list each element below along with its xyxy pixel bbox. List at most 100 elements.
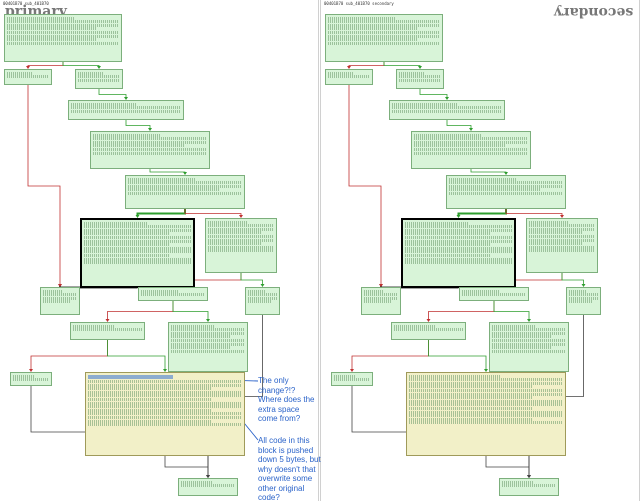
code-block[interactable] [138, 287, 208, 301]
edge-arrowhead [581, 284, 586, 287]
instruction-line [78, 78, 120, 82]
code-block[interactable] [526, 218, 598, 273]
code-block[interactable] [361, 287, 401, 315]
primary-graph-pane[interactable]: 00401B70 sub_401B70 primary [0, 0, 319, 501]
instruction-line [569, 293, 598, 297]
instruction-line [84, 243, 170, 247]
instruction-line [392, 102, 458, 106]
edge [27, 85, 61, 285]
edge-arrowhead [58, 284, 62, 287]
edge-arrowhead [206, 475, 210, 478]
instruction-line [7, 16, 75, 20]
instruction-line [43, 293, 77, 297]
code-block[interactable] [325, 69, 373, 85]
instruction-line [7, 20, 119, 24]
instruction-line [414, 140, 528, 144]
instruction-line [569, 289, 587, 293]
instruction-line [88, 380, 242, 383]
instruction-line [128, 188, 220, 192]
instruction-line [328, 75, 370, 79]
code-block[interactable] [75, 69, 123, 89]
instruction-line [88, 423, 242, 427]
code-block[interactable] [85, 372, 245, 456]
edge-arrowhead [163, 369, 167, 372]
edge [172, 301, 209, 320]
instruction-line [181, 480, 214, 484]
instruction-line [405, 225, 512, 229]
instruction-line [529, 227, 595, 231]
code-block[interactable] [489, 322, 569, 372]
instruction-line [88, 408, 212, 412]
code-block[interactable] [459, 287, 529, 301]
code-block[interactable] [566, 287, 601, 315]
code-block[interactable] [70, 322, 145, 340]
code-block[interactable] [4, 14, 122, 62]
code-block[interactable] [411, 131, 531, 169]
code-block[interactable] [4, 69, 52, 85]
instruction-line [328, 23, 440, 27]
code-block[interactable] [499, 478, 559, 496]
code-block[interactable] [168, 322, 248, 372]
instruction-line [394, 328, 463, 332]
instruction-line [88, 401, 242, 405]
edge-arrowhead [504, 172, 508, 175]
code-block[interactable] [401, 218, 516, 288]
edge-arrowhead [183, 172, 187, 175]
instruction-line [414, 144, 506, 148]
code-block[interactable] [391, 322, 466, 340]
edge [383, 62, 421, 67]
code-block[interactable] [125, 175, 245, 209]
instruction-line [409, 399, 563, 403]
edge [470, 169, 507, 173]
edge [27, 62, 64, 67]
instruction-line [364, 289, 385, 293]
edge [98, 89, 127, 98]
code-block[interactable] [90, 131, 210, 169]
code-block[interactable] [205, 218, 277, 273]
annotation-pushed-down: All code in this block is pushed down 5 … [258, 436, 321, 502]
instruction-line [208, 227, 274, 231]
instruction-line [208, 231, 261, 235]
instruction-line [73, 328, 142, 332]
instruction-line [171, 342, 245, 346]
code-block[interactable] [10, 372, 52, 386]
instruction-line [392, 109, 502, 113]
code-block[interactable] [406, 372, 566, 456]
code-block[interactable] [389, 100, 505, 120]
code-block[interactable] [178, 478, 238, 496]
code-block[interactable] [68, 100, 184, 120]
instruction-line [449, 181, 563, 185]
instruction-line [7, 38, 97, 42]
instruction-line [569, 300, 593, 304]
secondary-graph-pane[interactable]: 00401B70 sub_401B70 secondary secondary [320, 0, 640, 501]
edge-arrowhead [469, 128, 473, 131]
instruction-line [84, 235, 191, 239]
instruction-line [128, 181, 242, 185]
code-block[interactable] [396, 69, 444, 89]
code-block[interactable] [40, 287, 80, 315]
instruction-line [529, 231, 582, 235]
code-block[interactable] [331, 372, 373, 386]
instruction-line [208, 220, 248, 224]
instruction-line [128, 191, 242, 195]
instruction-line [328, 71, 354, 75]
instruction-line [84, 246, 191, 250]
code-block[interactable] [325, 14, 443, 62]
edge [30, 340, 108, 370]
instruction-line [529, 220, 569, 224]
instruction-line [328, 20, 440, 24]
instruction-line [208, 234, 274, 238]
instruction-line [529, 234, 595, 238]
edge-arrowhead [527, 475, 531, 478]
instruction-line [409, 381, 563, 385]
instruction-line [84, 257, 191, 261]
instruction-line [414, 137, 528, 141]
edge-arrowhead [206, 319, 210, 322]
code-block[interactable] [245, 287, 280, 315]
instruction-line [208, 249, 274, 253]
code-block[interactable] [446, 175, 566, 209]
pane-header: 00401B70 sub_401B70 secondary [324, 1, 394, 6]
code-block[interactable] [80, 218, 195, 288]
instruction-line [492, 342, 566, 346]
instruction-line [409, 388, 563, 392]
